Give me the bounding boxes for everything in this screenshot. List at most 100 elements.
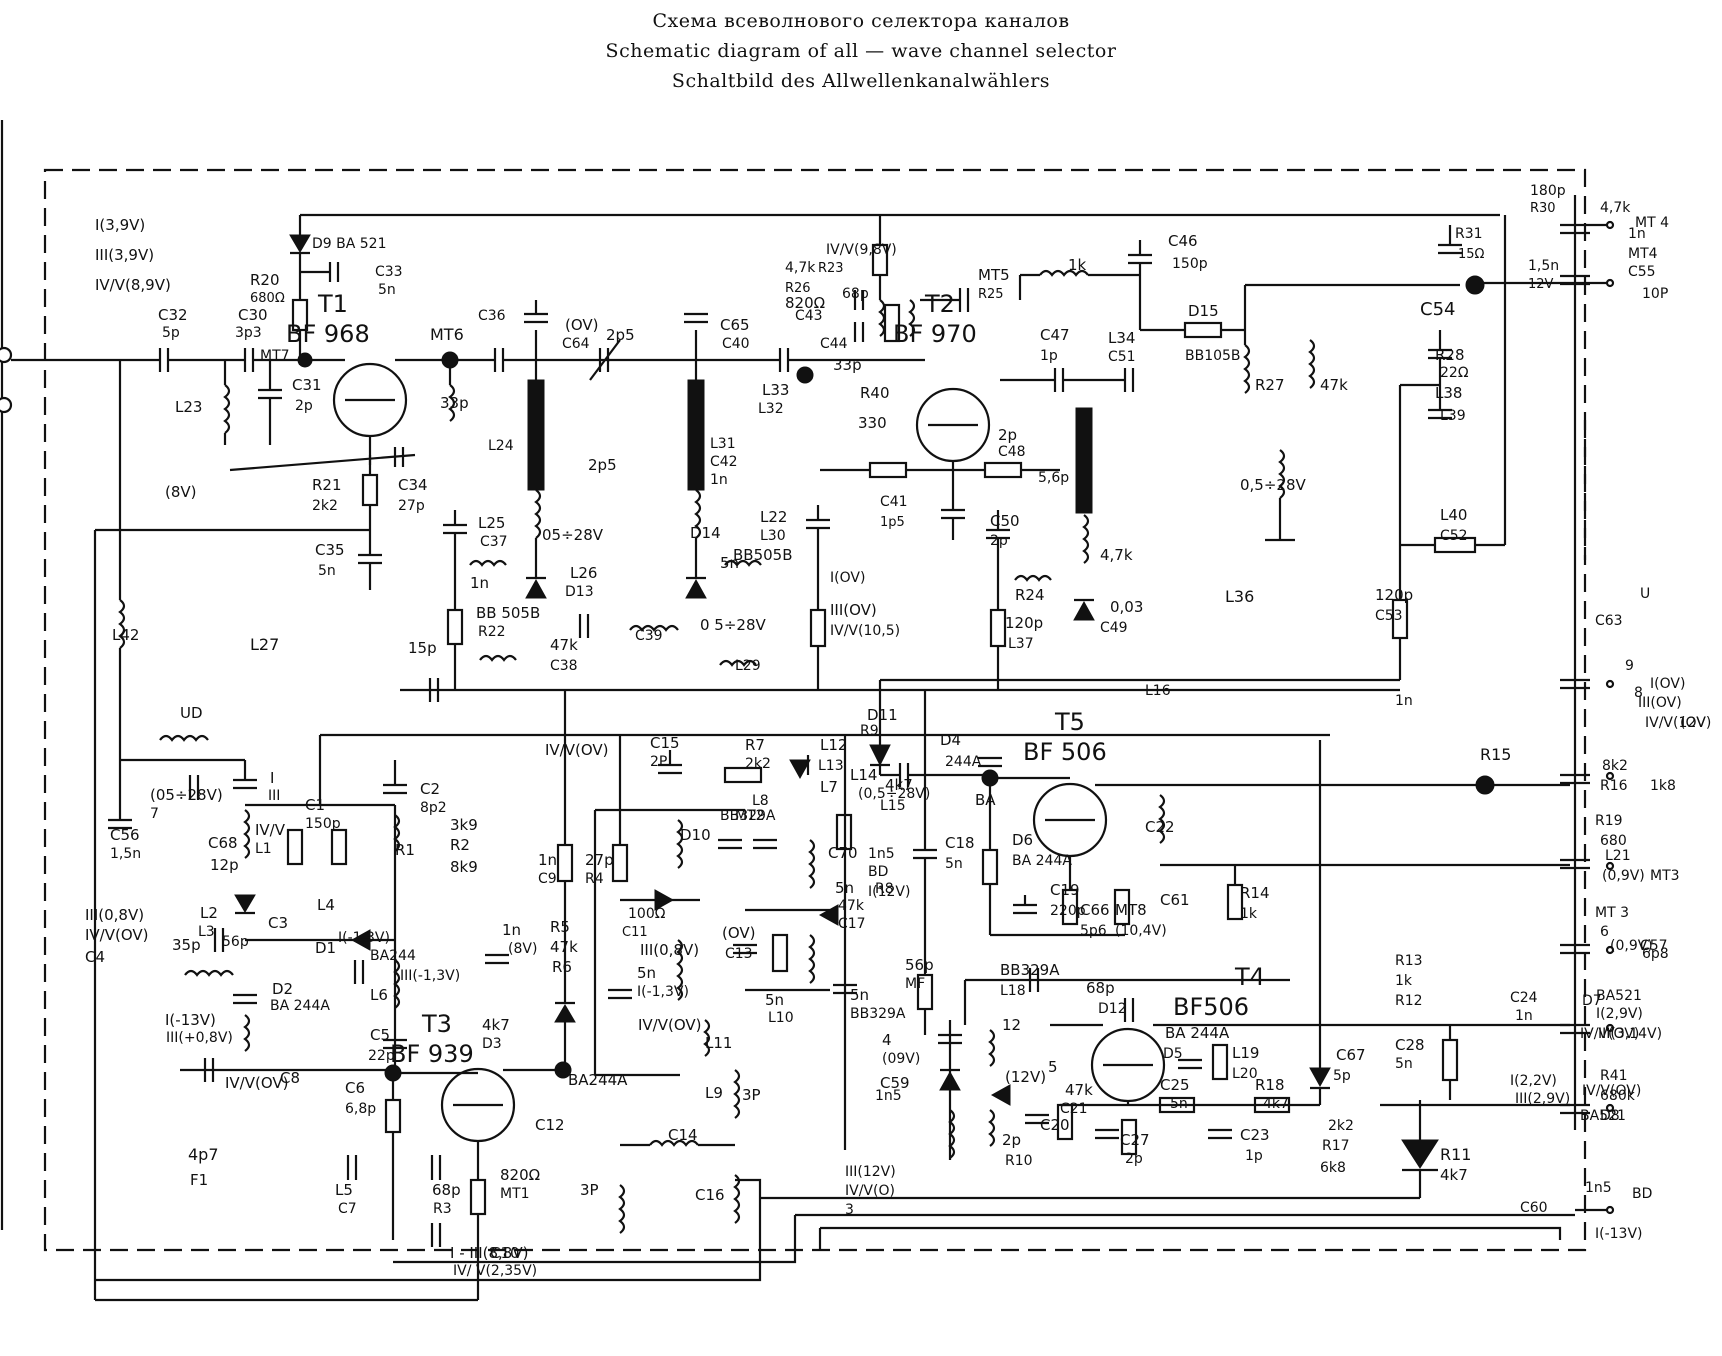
component-label: MT 3 bbox=[1595, 905, 1629, 921]
component-label: R23 bbox=[818, 261, 844, 276]
inductor-l27 bbox=[479, 654, 517, 662]
component-label: IV/V(OV) bbox=[85, 926, 149, 944]
component-label: 12V bbox=[1528, 277, 1554, 292]
component-label: 1n bbox=[1515, 1008, 1533, 1024]
component-label: 5p bbox=[1333, 1068, 1351, 1084]
component-label: I - III(8,8V) bbox=[450, 1244, 528, 1262]
component-label: C1 bbox=[305, 796, 325, 814]
component-label: III(2,9V) bbox=[1515, 1091, 1570, 1107]
component-label: C65 bbox=[720, 316, 750, 334]
component-label: C53 bbox=[1375, 608, 1403, 624]
diode-d9 bbox=[289, 234, 311, 253]
component-label: C12 bbox=[535, 1116, 565, 1134]
component-label: BB329A bbox=[1000, 961, 1060, 979]
diode-d6 bbox=[869, 744, 891, 767]
component-label: MT6 bbox=[430, 325, 464, 344]
component-label: 680k bbox=[1600, 1088, 1636, 1104]
component-label: IV/ V(2,35V) bbox=[453, 1263, 537, 1279]
component-label: C68 bbox=[208, 834, 238, 852]
component-label: 15Ω bbox=[1458, 247, 1485, 262]
component-label: R16 bbox=[1600, 778, 1628, 794]
component-label: 4k7 bbox=[482, 1016, 510, 1034]
component-label: C66 bbox=[1080, 901, 1110, 919]
inductor-l33 bbox=[878, 299, 886, 337]
component-label: L18 bbox=[1000, 983, 1026, 999]
component-label: C34 bbox=[398, 476, 428, 494]
component-label: R5 bbox=[550, 918, 570, 936]
component-label: MT5 bbox=[978, 266, 1010, 284]
shield-enclosure bbox=[43, 168, 1587, 1252]
component-label: 2p bbox=[998, 426, 1017, 444]
title-english: Schematic diagram of all — wave channel … bbox=[605, 40, 1117, 62]
component-label: L9 bbox=[705, 1084, 723, 1102]
resistor-r23 bbox=[809, 608, 827, 648]
component-label: I(-13V) bbox=[165, 1011, 216, 1029]
component-label: 15p bbox=[408, 639, 437, 657]
component-label: 1,5n bbox=[110, 846, 141, 862]
component-label: C15 bbox=[650, 734, 680, 752]
inductor-l22 bbox=[719, 659, 757, 667]
component-label: IV/V(10,5) bbox=[830, 623, 900, 639]
component-label: D8 bbox=[1600, 1108, 1620, 1124]
resistor-r16 bbox=[1113, 888, 1131, 926]
resistor-r7 bbox=[771, 933, 789, 973]
component-label: 6 bbox=[1600, 924, 1609, 940]
component-label: 1p bbox=[1040, 348, 1058, 364]
component-label: R8 bbox=[875, 881, 894, 897]
transistor-type-label: BF 506 bbox=[1023, 738, 1107, 766]
component-label: I(OV) bbox=[1650, 676, 1685, 692]
component-label: 5n bbox=[1170, 1096, 1188, 1112]
component-label: 1n bbox=[502, 921, 521, 939]
inductor-l15 bbox=[808, 839, 816, 889]
resistor-r14 bbox=[981, 848, 999, 886]
component-label: C20 bbox=[1040, 1116, 1070, 1134]
component-label: D5 bbox=[1163, 1046, 1183, 1062]
component-label: BA521 bbox=[1580, 1108, 1626, 1124]
component-label: III(+0,8V) bbox=[166, 1030, 233, 1046]
component-label: MT8 bbox=[1115, 901, 1147, 919]
component-label: MT1 bbox=[500, 1186, 530, 1202]
component-label: R3 bbox=[433, 1201, 452, 1217]
resistor-r1 bbox=[286, 828, 304, 866]
diode-d1 bbox=[234, 894, 256, 913]
component-label: III(3,14V) bbox=[1598, 1026, 1662, 1042]
component-label: BD bbox=[868, 864, 888, 880]
component-label: 2k2 bbox=[1328, 1118, 1354, 1134]
resistor-r8 bbox=[723, 766, 763, 784]
component-label: 27p bbox=[585, 851, 614, 869]
resonator-line-1 bbox=[527, 379, 545, 491]
component-label: 820Ω bbox=[500, 1166, 540, 1184]
inductor-l42 bbox=[118, 599, 126, 649]
component-label: D4 bbox=[940, 731, 961, 749]
component-label: MT2 bbox=[735, 808, 765, 824]
inductor-l13 bbox=[733, 1069, 741, 1119]
diode-d13 bbox=[525, 578, 547, 599]
component-label: L2 bbox=[200, 904, 218, 922]
component-label: D6 bbox=[1012, 831, 1033, 849]
diode-d14 bbox=[685, 578, 707, 599]
resistor-r27 bbox=[989, 608, 1007, 648]
component-label: 5n bbox=[637, 964, 656, 982]
component-label: R31 bbox=[1455, 226, 1483, 242]
component-label: 10P bbox=[1642, 286, 1668, 302]
component-label: (OV) bbox=[722, 924, 756, 942]
component-label: 12p bbox=[210, 856, 239, 874]
component-label: C13 bbox=[725, 946, 753, 962]
component-label: BB 505B bbox=[476, 604, 540, 622]
component-label: 1n bbox=[1628, 226, 1646, 242]
component-label: L37 bbox=[1008, 636, 1034, 652]
component-label: BD bbox=[1632, 1186, 1652, 1202]
test-point-mt4 bbox=[1465, 275, 1485, 295]
component-label: L5 bbox=[335, 1181, 353, 1199]
component-label: IV/V(8,9V) bbox=[95, 276, 171, 294]
component-label: (10,4V) bbox=[1115, 923, 1167, 939]
resistor-r4 bbox=[469, 1178, 487, 1216]
component-label: C32 bbox=[158, 306, 188, 324]
component-label: R14 bbox=[1240, 884, 1270, 902]
inductor-l32 bbox=[908, 299, 916, 337]
component-label: D9 BA 521 bbox=[312, 236, 387, 252]
wire bbox=[393, 1215, 797, 1264]
component-label: L33 bbox=[762, 381, 789, 399]
component-label: IV/V(O) bbox=[845, 1183, 895, 1199]
component-label: 2p5 bbox=[588, 456, 617, 474]
